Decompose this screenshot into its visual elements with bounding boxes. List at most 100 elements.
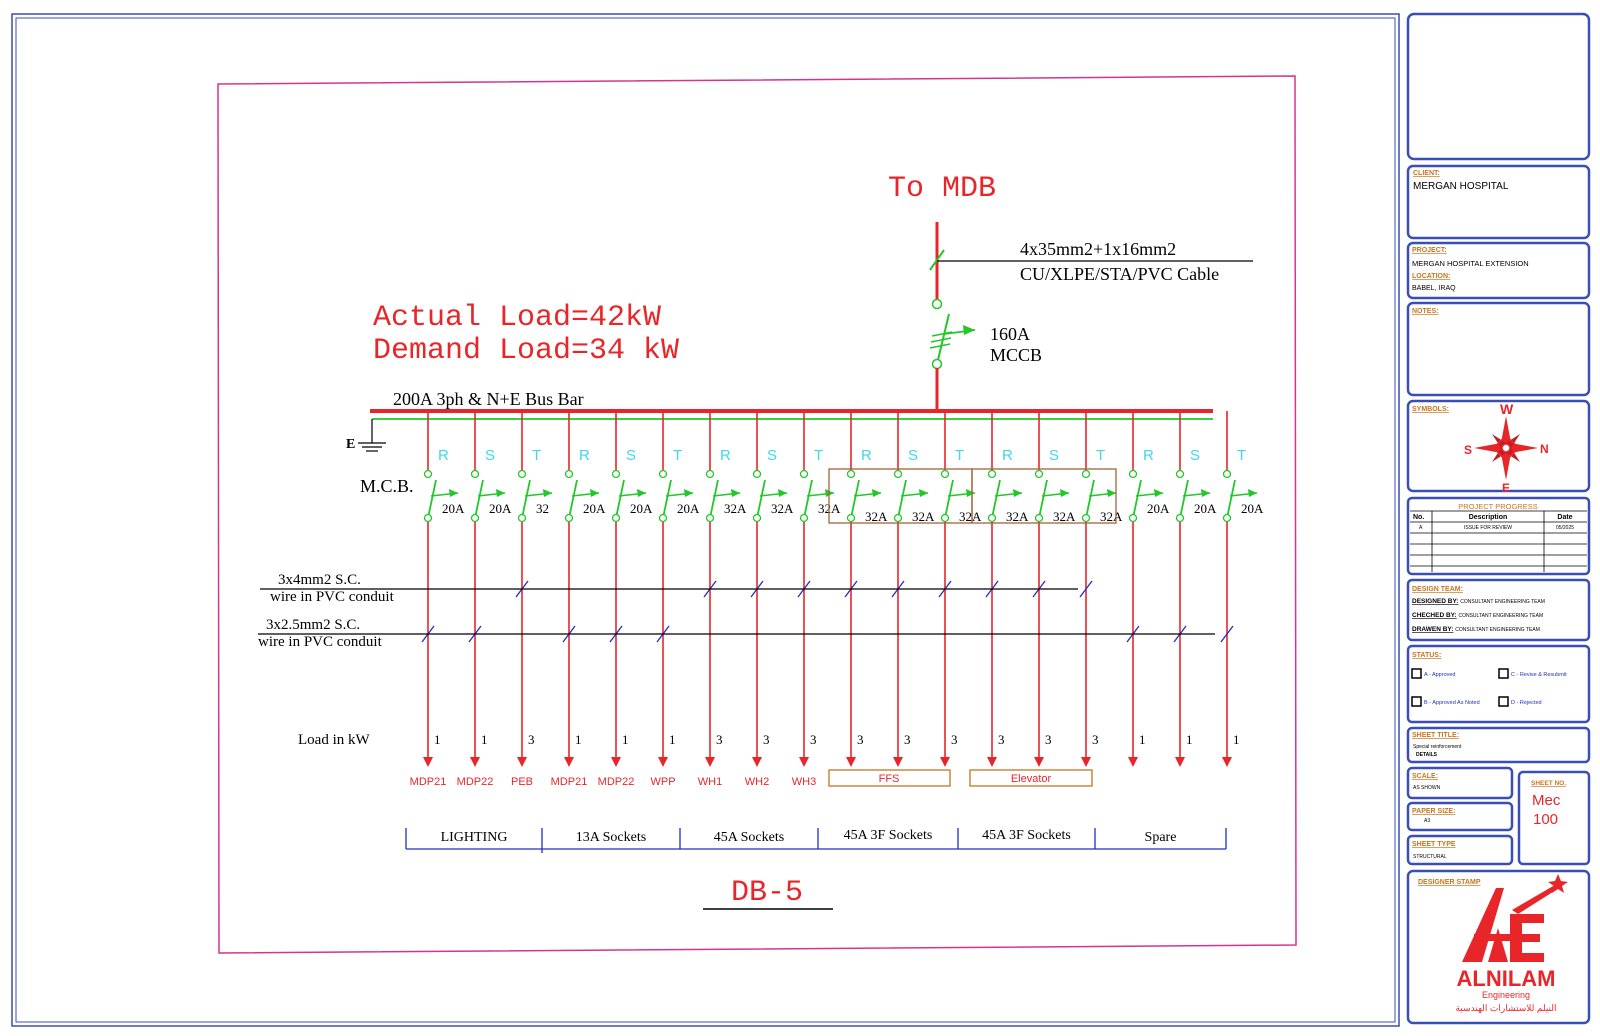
status-b-checkbox[interactable] [1411, 696, 1422, 707]
mcb-blade-8 [756, 479, 766, 519]
category-2: 13A Sockets [576, 830, 646, 845]
circuit-arrow-3 [517, 757, 527, 767]
phase-label-18: T [1237, 447, 1246, 464]
load-value-3: 3 [528, 732, 535, 747]
phase-label-4: R [579, 447, 590, 464]
mcb-bottom-1 [423, 513, 433, 523]
drawn-by: DRAWEN BY: CONSULTANT ENGINEERING TEAM [1412, 626, 1540, 633]
mcb-blade-15 [1085, 479, 1095, 519]
elevator-load-label: Elevator [1011, 773, 1052, 785]
compass-bottom: E [1502, 481, 1510, 495]
mcb-arrowhead-2 [496, 489, 505, 497]
mcb-top-7 [705, 469, 715, 479]
load-value-9: 3 [810, 732, 817, 747]
mccb-mark-1 [931, 331, 953, 337]
demand-load: Demand Load=34 kW [373, 334, 679, 368]
compass-top: W [1500, 401, 1514, 417]
mcb-bottom-15 [1081, 513, 1091, 523]
mcb-top-5 [611, 469, 621, 479]
load-name-7: WH1 [698, 776, 722, 788]
mcb-rating-17: 20A [1194, 501, 1217, 516]
actual-load: Actual Load=42kW [373, 301, 661, 335]
circuit-arrow-11 [893, 757, 903, 767]
wire-label-4mm-1: 3x4mm2 S.C. [278, 572, 361, 588]
mcb-arrowhead-17 [1201, 489, 1210, 497]
mcb-top-4 [564, 469, 574, 479]
mcb-rating-16: 20A [1147, 501, 1170, 516]
mcb-arrowhead-15 [1107, 489, 1116, 497]
mcb-bottom-14 [1034, 513, 1044, 523]
status-b-label: B - Approved As Noted [1424, 700, 1480, 706]
mcb-top-2 [470, 469, 480, 479]
progress-col-no: No. [1413, 514, 1424, 521]
tb-status-box [1406, 644, 1591, 724]
mcb-blade-14 [1038, 479, 1048, 519]
status-a-checkbox[interactable] [1411, 668, 1422, 679]
circuit-arrow-6 [658, 757, 668, 767]
mcb-bottom-7 [705, 513, 715, 523]
progress-heading: PROJECT PROGRESS [1458, 502, 1537, 511]
mcb-rating-11: 32A [912, 509, 935, 524]
mcb-bottom-12 [940, 513, 950, 523]
load-name-2: MDP22 [457, 776, 494, 788]
status-heading: STATUS: [1412, 652, 1441, 659]
phase-label-2: S [485, 447, 495, 464]
load-value-16: 1 [1139, 732, 1146, 747]
busbar-label: 200A 3ph & N+E Bus Bar [393, 389, 584, 409]
mcb-arrowhead-7 [731, 489, 740, 497]
mcb-top-17 [1175, 469, 1185, 479]
mcb-arrowhead-11 [919, 489, 928, 497]
conduit-tick-4mm-15 [1079, 580, 1093, 598]
tb-stamp-box [1406, 869, 1591, 1025]
mcb-blade-13 [991, 479, 1001, 519]
sheet-no-1: Mec [1532, 792, 1561, 809]
mcb-bottom-10 [846, 513, 856, 523]
tb-client-box [1406, 164, 1591, 240]
mcb-arrowhead-8 [778, 489, 787, 497]
compass-left: S [1464, 443, 1472, 457]
conduit-tick-25mm-18 [1220, 625, 1234, 643]
wire-label-4mm-2: wire in PVC conduit [270, 589, 395, 605]
mcb-top-1 [423, 469, 433, 479]
load-value-7: 3 [716, 732, 723, 747]
status-d-label: D - Rejected [1511, 700, 1542, 706]
mcb-bottom-5 [611, 513, 621, 523]
mcb-blade-17 [1179, 479, 1189, 519]
load-value-18: 1 [1233, 732, 1240, 747]
drawn-by-value: CONSULTANT ENGINEERING TEAM [1455, 627, 1540, 633]
designed-by: DESIGNED BY: CONSULTANT ENGINEERING TEAM [1412, 598, 1545, 605]
mcb-arrowhead-14 [1060, 489, 1069, 497]
designed-by-label: DESIGNED BY: [1412, 598, 1458, 605]
tb-design-team-box [1406, 578, 1591, 642]
status-c-checkbox[interactable] [1498, 668, 1509, 679]
title-block: CLIENT: MERGAN HOSPITAL PROJECT: MERGAN … [1406, 12, 1591, 1025]
mcb-arrowhead-3 [543, 489, 552, 497]
location-value: BABEL, IRAQ [1412, 285, 1456, 292]
mcb-rating-18: 20A [1241, 501, 1264, 516]
project-name: MERGAN HOSPITAL EXTENSION [1412, 259, 1529, 268]
mcb-bottom-6 [658, 513, 668, 523]
mcb-blade-18 [1226, 479, 1236, 519]
category-5: 45A 3F Sockets [982, 828, 1071, 843]
mcb-arrowhead-12 [966, 489, 975, 497]
mcb-top-8 [752, 469, 762, 479]
stamp-heading: DESIGNER STAMP [1418, 879, 1481, 886]
status-d-checkbox[interactable] [1498, 696, 1509, 707]
mcb-top-9 [799, 469, 809, 479]
project-heading: PROJECT: [1412, 247, 1447, 254]
progress-row-no: A [1419, 525, 1423, 531]
mcb-blade-16 [1132, 479, 1142, 519]
mcb-blade-12 [944, 479, 954, 519]
mcb-rating-7: 32A [724, 501, 747, 516]
load-row-label: Load in kW [298, 732, 370, 748]
circuit-arrow-9 [799, 757, 809, 767]
checked-by-value: CONSULTANT ENGINEERING TEAM [1458, 613, 1543, 619]
circuit-arrow-10 [846, 757, 856, 767]
mcb-arrowhead-16 [1154, 489, 1163, 497]
phase-label-8: S [767, 447, 777, 464]
progress-col-date: Date [1557, 514, 1572, 521]
circuit-arrow-8 [752, 757, 762, 767]
phase-label-16: R [1143, 447, 1154, 464]
load-value-14: 3 [1045, 732, 1052, 747]
